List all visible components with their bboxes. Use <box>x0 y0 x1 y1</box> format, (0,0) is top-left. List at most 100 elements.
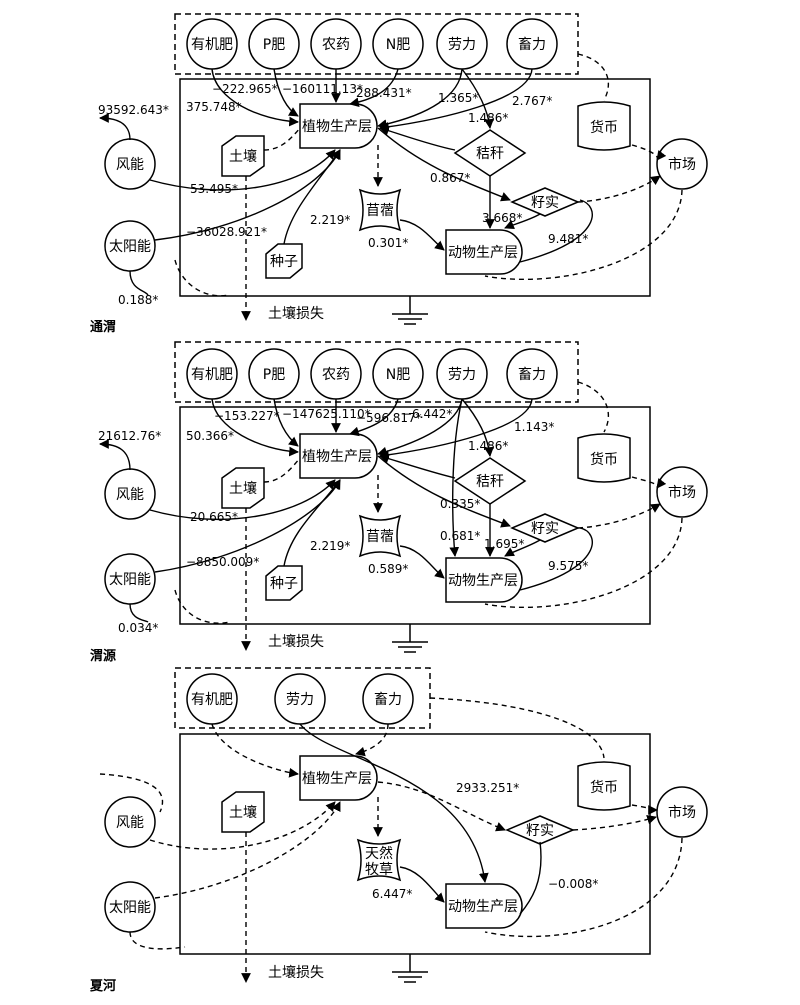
svg-text:市场: 市场 <box>668 156 696 173</box>
svg-text:劳力: 劳力 <box>286 692 314 708</box>
svg-text:动物生产层: 动物生产层 <box>448 573 518 589</box>
svg-text:秸秆: 秸秆 <box>476 146 504 162</box>
flow-label-forage: 0.589* <box>368 562 408 576</box>
node-animal-production: 动物生产层 <box>445 883 523 929</box>
svg-text:农药: 农药 <box>322 367 350 383</box>
svg-text:N肥: N肥 <box>386 37 410 53</box>
flow-label-labor-animal: 2933.251* <box>456 781 519 795</box>
ground-symbol <box>392 624 428 653</box>
system-boundary <box>179 78 651 297</box>
node-soil: 土壤 <box>221 135 265 177</box>
svg-text:土壤: 土壤 <box>229 148 257 165</box>
node-straw: 秸秆 <box>453 129 527 177</box>
flow-label-straw-animal: 0.335* <box>440 497 480 511</box>
flow-label-n-fert: 288.431* <box>356 86 412 100</box>
flow-label-straw-animal: 0.867* <box>430 171 470 185</box>
dashed-flow-lines <box>174 381 683 651</box>
input-labor: 劳力 <box>436 18 488 70</box>
flow-label-labor-animal: 0.681* <box>440 529 480 543</box>
input-n-fertilizer: N肥 <box>372 348 424 400</box>
node-market: 市场 <box>656 466 708 518</box>
input-organic-fertilizer: 有机肥 <box>186 673 238 725</box>
flow-label-straw-in: 1.486* <box>468 439 508 453</box>
flow-label-wind-out: 93592.643* <box>98 103 169 117</box>
system-boundary <box>179 733 651 955</box>
node-forage-alfalfa: 苜蓿 <box>358 188 402 232</box>
input-pesticide: 农药 <box>310 348 362 400</box>
svg-text:牧草: 牧草 <box>365 862 393 878</box>
soil-loss-label: 土壤损失 <box>268 305 324 322</box>
svg-text:秸秆: 秸秆 <box>476 474 504 490</box>
svg-text:市场: 市场 <box>668 804 696 821</box>
input-draft-power: 畜力 <box>506 18 558 70</box>
input-pesticide: 农药 <box>310 18 362 70</box>
panel-tongwei: 有机肥 P肥 农药 N肥 劳力 畜力 植物生产层 土壤 种子 秸秆 籽实 苜蓿 … <box>90 13 708 335</box>
input-labor: 劳力 <box>274 673 326 725</box>
svg-text:劳力: 劳力 <box>448 367 476 383</box>
svg-text:有机肥: 有机肥 <box>191 367 233 383</box>
panel-label: 通渭 <box>90 319 116 335</box>
flow-label-solar-out: 0.188* <box>118 293 158 307</box>
node-soil: 土壤 <box>221 791 265 833</box>
flow-label-forage: 0.301* <box>368 236 408 250</box>
flow-label-labor: −6.442* <box>402 407 452 421</box>
svg-text:货币: 货币 <box>590 451 618 468</box>
input-organic-fertilizer: 有机肥 <box>186 18 238 70</box>
svg-text:种子: 种子 <box>270 254 298 270</box>
svg-text:土壤: 土壤 <box>229 804 257 821</box>
svg-text:畜力: 畜力 <box>374 692 402 708</box>
panel-label: 渭源 <box>90 648 116 664</box>
svg-text:农药: 农药 <box>322 37 350 53</box>
svg-text:苜蓿: 苜蓿 <box>366 528 394 545</box>
svg-text:籽实: 籽实 <box>531 521 559 537</box>
svg-text:太阳能: 太阳能 <box>109 572 151 588</box>
flow-label-grain-market: 9.575* <box>548 559 588 573</box>
panel-weiyuan: 有机肥 P肥 农药 N肥 劳力 畜力 植物生产层 土壤 种子 秸秆 籽实 苜蓿 … <box>90 341 708 664</box>
node-soil: 土壤 <box>221 467 265 509</box>
svg-text:土壤: 土壤 <box>229 480 257 497</box>
flow-label-n-fert: −596.817* <box>356 411 422 425</box>
dashed-flow-lines <box>174 53 683 321</box>
flow-label-grain-animal: 3.668* <box>482 211 522 225</box>
flow-label-wind: 53.495* <box>190 182 238 196</box>
node-market: 市场 <box>656 786 708 838</box>
node-seed: 种子 <box>265 243 303 279</box>
input-p-fertilizer: P肥 <box>248 18 300 70</box>
flow-label-labor: 1.365* <box>438 91 478 105</box>
flow-label-straw-in: 1.486* <box>468 111 508 125</box>
flow-label-wind-out: 21612.76* <box>98 429 161 443</box>
flow-label-forage: 6.447* <box>372 887 412 901</box>
input-p-fertilizer: P肥 <box>248 348 300 400</box>
flow-label-draft: 1.143* <box>514 420 554 434</box>
soil-loss-label: 土壤损失 <box>268 964 324 981</box>
input-group-box <box>174 341 579 403</box>
flow-label-grain-market: 9.481* <box>548 232 588 246</box>
input-draft-power: 畜力 <box>506 348 558 400</box>
svg-text:有机肥: 有机肥 <box>191 692 233 708</box>
svg-text:P肥: P肥 <box>263 367 285 383</box>
node-solar-energy: 太阳能 <box>104 220 156 272</box>
input-group-box <box>174 13 579 75</box>
node-animal-production: 动物生产层 <box>445 229 523 275</box>
svg-text:货币: 货币 <box>590 779 618 796</box>
ground-symbol <box>392 296 428 325</box>
flow-label-grain-animal: 1.695* <box>484 537 524 551</box>
flow-label-p-fert: −147625.110* <box>282 407 371 421</box>
flow-label-p-fert: −160111.13* <box>282 82 363 96</box>
svg-text:风能: 风能 <box>116 815 144 831</box>
node-grain: 籽实 <box>505 815 575 845</box>
flow-label-organic: −153.227* <box>214 409 280 423</box>
svg-text:N肥: N肥 <box>386 367 410 383</box>
node-money: 货币 <box>577 761 631 811</box>
svg-text:有机肥: 有机肥 <box>191 37 233 53</box>
svg-text:植物生产层: 植物生产层 <box>302 119 372 135</box>
flow-label-grain-market: −0.008* <box>548 877 598 891</box>
svg-text:风能: 风能 <box>116 157 144 173</box>
svg-text:畜力: 畜力 <box>518 367 546 383</box>
svg-text:太阳能: 太阳能 <box>109 900 151 916</box>
node-market: 市场 <box>656 138 708 190</box>
flow-label-solar: −8850.009* <box>186 555 259 569</box>
